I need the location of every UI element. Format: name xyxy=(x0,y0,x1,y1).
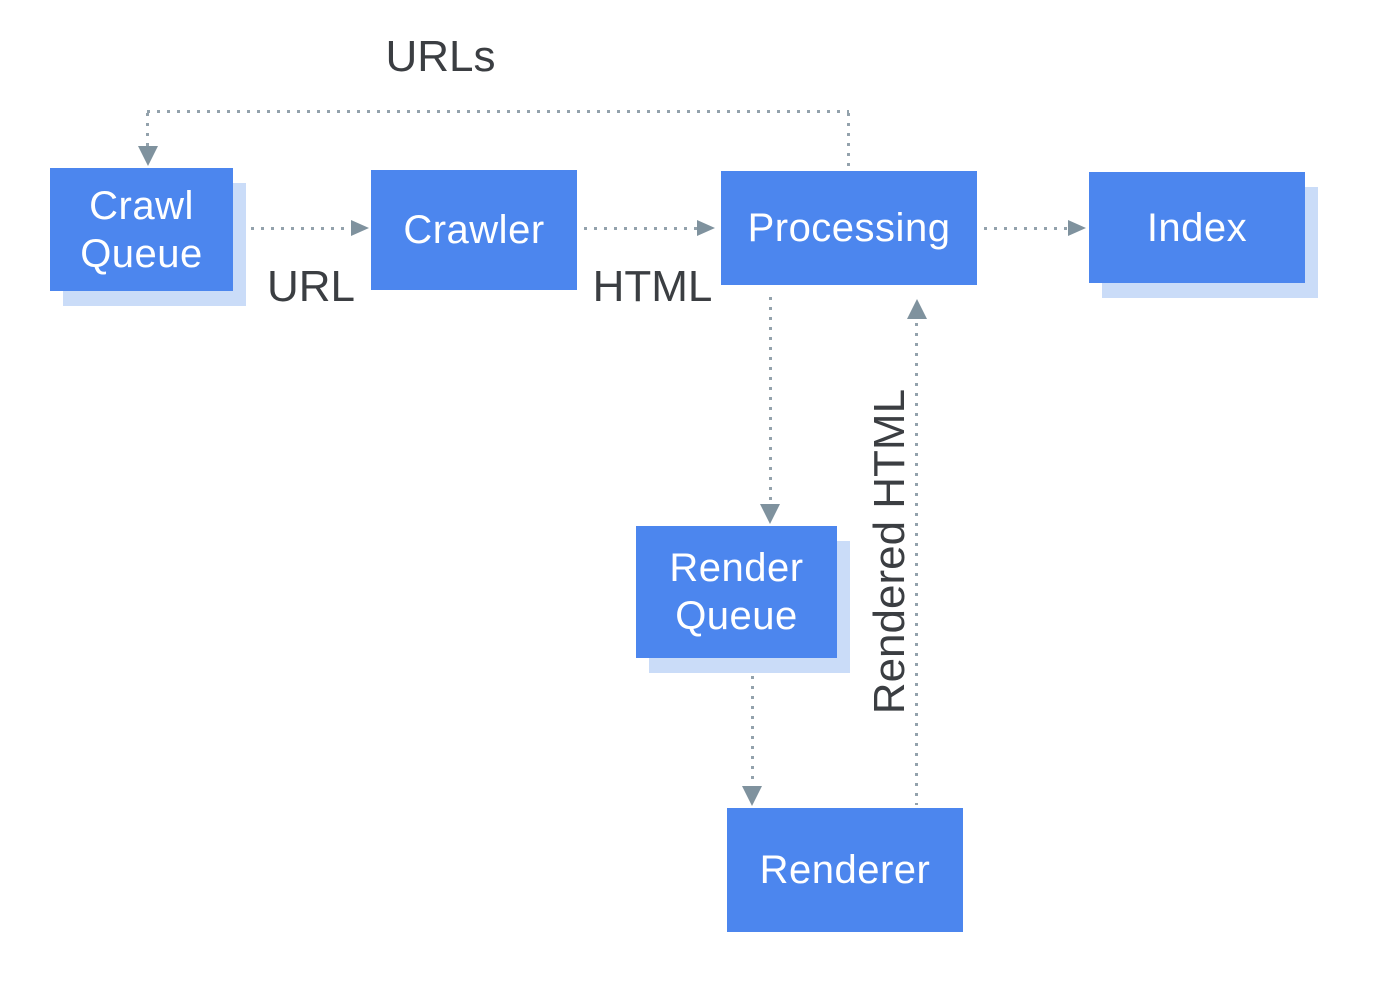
arrowhead-into-crawler-icon xyxy=(351,220,369,236)
node-render-queue: Render Queue xyxy=(636,526,837,658)
node-crawler: Crawler xyxy=(371,170,577,290)
node-processing-label: Processing xyxy=(747,206,951,250)
node-index: Index xyxy=(1089,172,1305,283)
edge-processing-to-crawlqueue-top-segment xyxy=(147,110,849,113)
edge-renderer-to-processing-line xyxy=(915,323,918,805)
node-render-queue-label: Render Queue xyxy=(669,546,804,638)
node-crawl-queue-label: Crawl Queue xyxy=(80,183,203,276)
edge-processing-to-crawlqueue-right-segment xyxy=(847,113,850,169)
edge-processing-to-crawlqueue-left-segment xyxy=(146,113,149,146)
node-renderer-label: Renderer xyxy=(759,848,931,892)
arrowhead-into-render-queue-icon xyxy=(760,504,780,524)
edge-crawlqueue-to-crawler-line xyxy=(251,227,351,230)
arrowhead-into-index-icon xyxy=(1068,220,1086,236)
edge-label-rendered-html: Rendered HTML xyxy=(864,388,914,715)
edge-crawler-to-processing-line xyxy=(584,227,697,230)
edge-label-urls: URLs xyxy=(385,32,496,81)
edge-renderqueue-to-renderer-line xyxy=(751,676,754,786)
node-renderer: Renderer xyxy=(727,808,963,932)
node-processing: Processing xyxy=(721,171,977,285)
node-crawler-label: Crawler xyxy=(403,208,545,252)
node-crawl-queue: Crawl Queue xyxy=(50,168,233,291)
arrowhead-into-processing-bottom-icon xyxy=(907,299,927,319)
edge-processing-to-renderqueue-line xyxy=(769,297,772,504)
edge-label-html: HTML xyxy=(592,262,713,311)
node-index-label: Index xyxy=(1146,205,1248,250)
arrowhead-into-renderer-icon xyxy=(742,786,762,806)
edge-label-url: URL xyxy=(266,262,356,311)
edge-processing-to-index-line xyxy=(984,227,1068,230)
arrowhead-into-processing-icon xyxy=(697,220,715,236)
arrowhead-into-crawl-queue-icon xyxy=(138,146,158,166)
